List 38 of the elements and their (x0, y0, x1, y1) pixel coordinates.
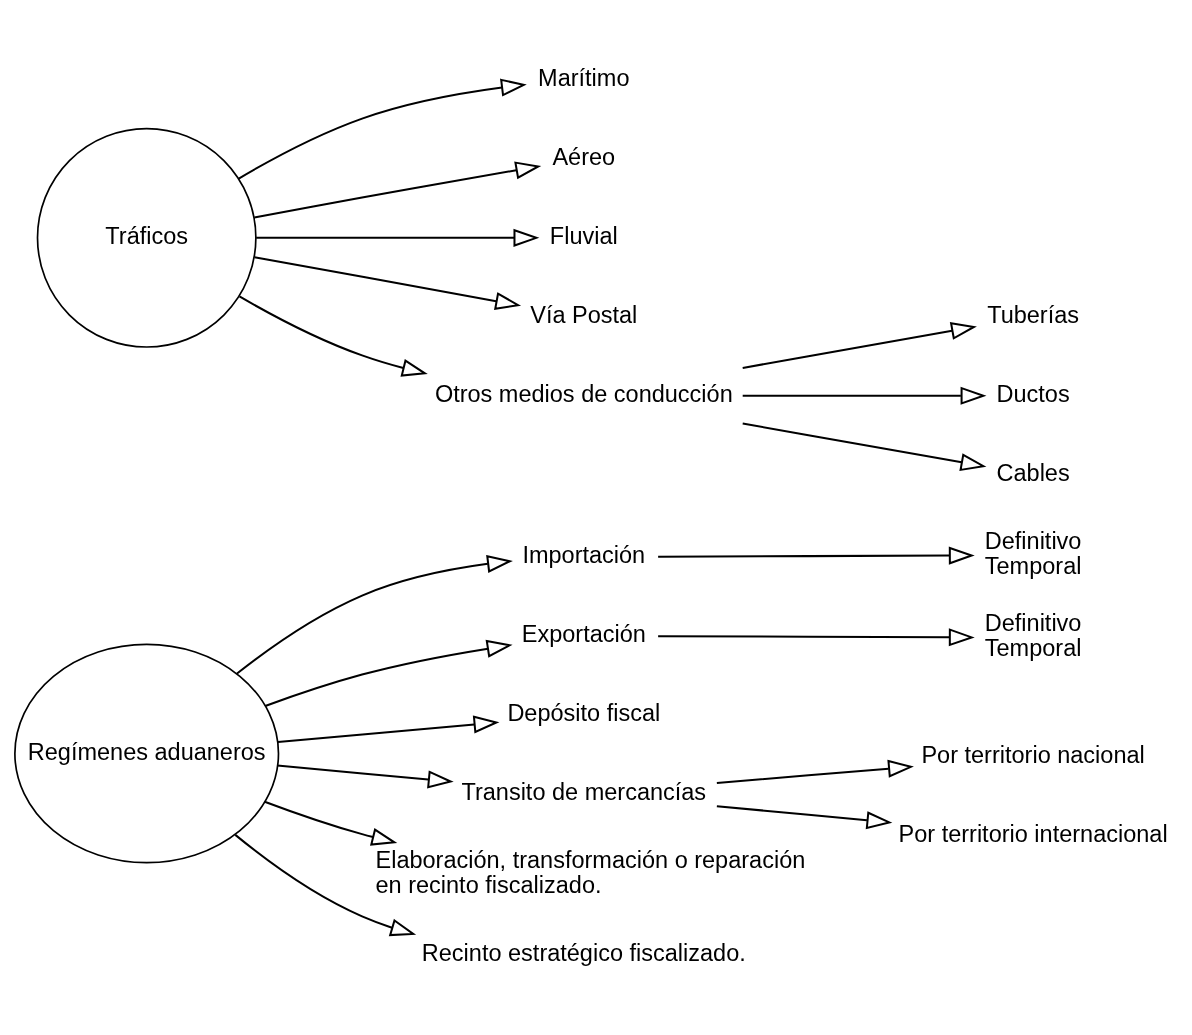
node-text: Recinto estratégico fiscalizado. (421, 940, 746, 967)
node-text: Elaboración, transformación o reparación en recinto fiscalizado. (375, 847, 806, 899)
arrow (742, 386, 987, 405)
arrow (277, 764, 454, 789)
node-text: Fluvial (549, 223, 618, 250)
node-text: Marítimo (538, 65, 630, 92)
arrow (658, 546, 975, 565)
node-text: Otros medios de conducción (434, 380, 733, 407)
node-text: Importación (522, 542, 646, 569)
node-text: Cables (996, 459, 1070, 486)
node-circle: Tráficos (36, 127, 257, 348)
arrow (264, 639, 513, 707)
arrow (256, 228, 540, 247)
node-ellipse: Regímenes aduaneros (14, 643, 280, 864)
arrow (234, 834, 417, 937)
arrow (236, 554, 513, 675)
node-text: Definitivo Temporal (984, 527, 1082, 580)
node-text: Transito de mercancías (461, 779, 707, 806)
node-text: Vía Postal (530, 302, 638, 328)
arrow (277, 715, 500, 743)
node-text: Aéreo (552, 144, 616, 171)
arrow (264, 800, 398, 846)
arrow (716, 759, 914, 784)
node-text: Definitivo Temporal (984, 610, 1082, 662)
arrow (716, 805, 893, 830)
arrow (238, 78, 527, 180)
arrow (254, 256, 522, 310)
node-text: Exportación (521, 621, 646, 648)
arrow (254, 161, 542, 219)
arrow (238, 295, 428, 377)
arrow (742, 422, 987, 472)
node-text: Tuberías (987, 302, 1080, 328)
node-text: Por territorio nacional (921, 742, 1145, 769)
node-text: Por territorio internacional (898, 821, 1168, 848)
arrow (742, 322, 977, 369)
arrow (658, 628, 975, 647)
node-text: Ductos (996, 380, 1070, 407)
node-text: Depósito fiscal (507, 700, 661, 727)
